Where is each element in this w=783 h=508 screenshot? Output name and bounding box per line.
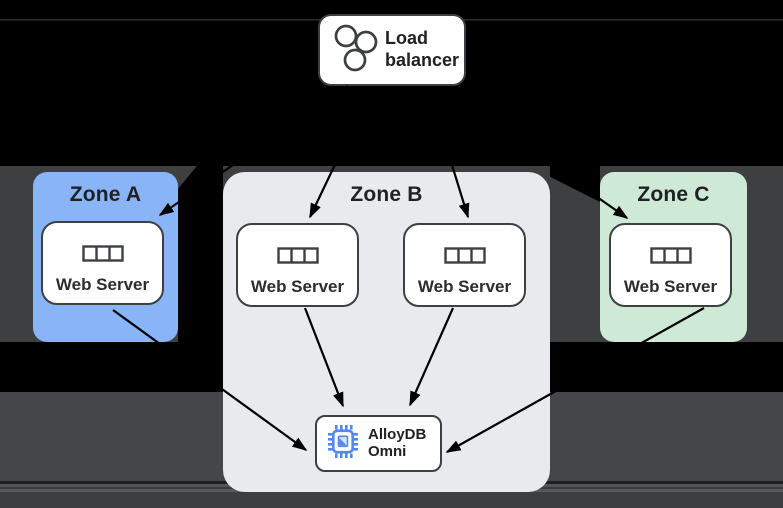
web-server-label: Web Server	[55, 275, 150, 294]
zone-a-web-server-node: Web Server	[41, 221, 164, 305]
zone-b-web-server-2-node: Web Server	[403, 223, 526, 307]
load-balancer-circles-icon	[332, 23, 378, 78]
alloydb-chip-icon	[327, 424, 359, 464]
load-balancer-node: Load balancer	[318, 14, 466, 86]
alloydb-omni-node: AlloyDB Omni	[315, 415, 442, 472]
web-server-label: Web Server	[250, 277, 345, 296]
zone-c-card: Zone C Web Server	[600, 172, 747, 342]
zone-c-title: Zone C	[637, 183, 710, 206]
zone-b-card: Zone B Web Server Web Server	[223, 172, 550, 492]
alloydb-omni-label: AlloyDB Omni	[368, 426, 427, 460]
server-cells-icon	[276, 247, 319, 269]
zone-a-title: Zone A	[69, 183, 142, 206]
load-balancer-label: Load balancer	[385, 28, 460, 70]
zone-a-card: Zone A Web Server	[33, 172, 178, 342]
web-server-label: Web Server	[417, 277, 512, 296]
zone-b-web-server-1-node: Web Server	[236, 223, 359, 307]
server-cells-icon	[81, 245, 124, 267]
web-server-label: Web Server	[623, 277, 718, 296]
zone-b-title: Zone B	[350, 183, 423, 206]
background-bottom-band	[0, 492, 783, 508]
server-cells-icon	[649, 247, 692, 269]
background-shadow-gap-a-b	[178, 166, 223, 342]
zone-c-web-server-node: Web Server	[609, 223, 732, 307]
server-cells-icon	[443, 247, 486, 269]
